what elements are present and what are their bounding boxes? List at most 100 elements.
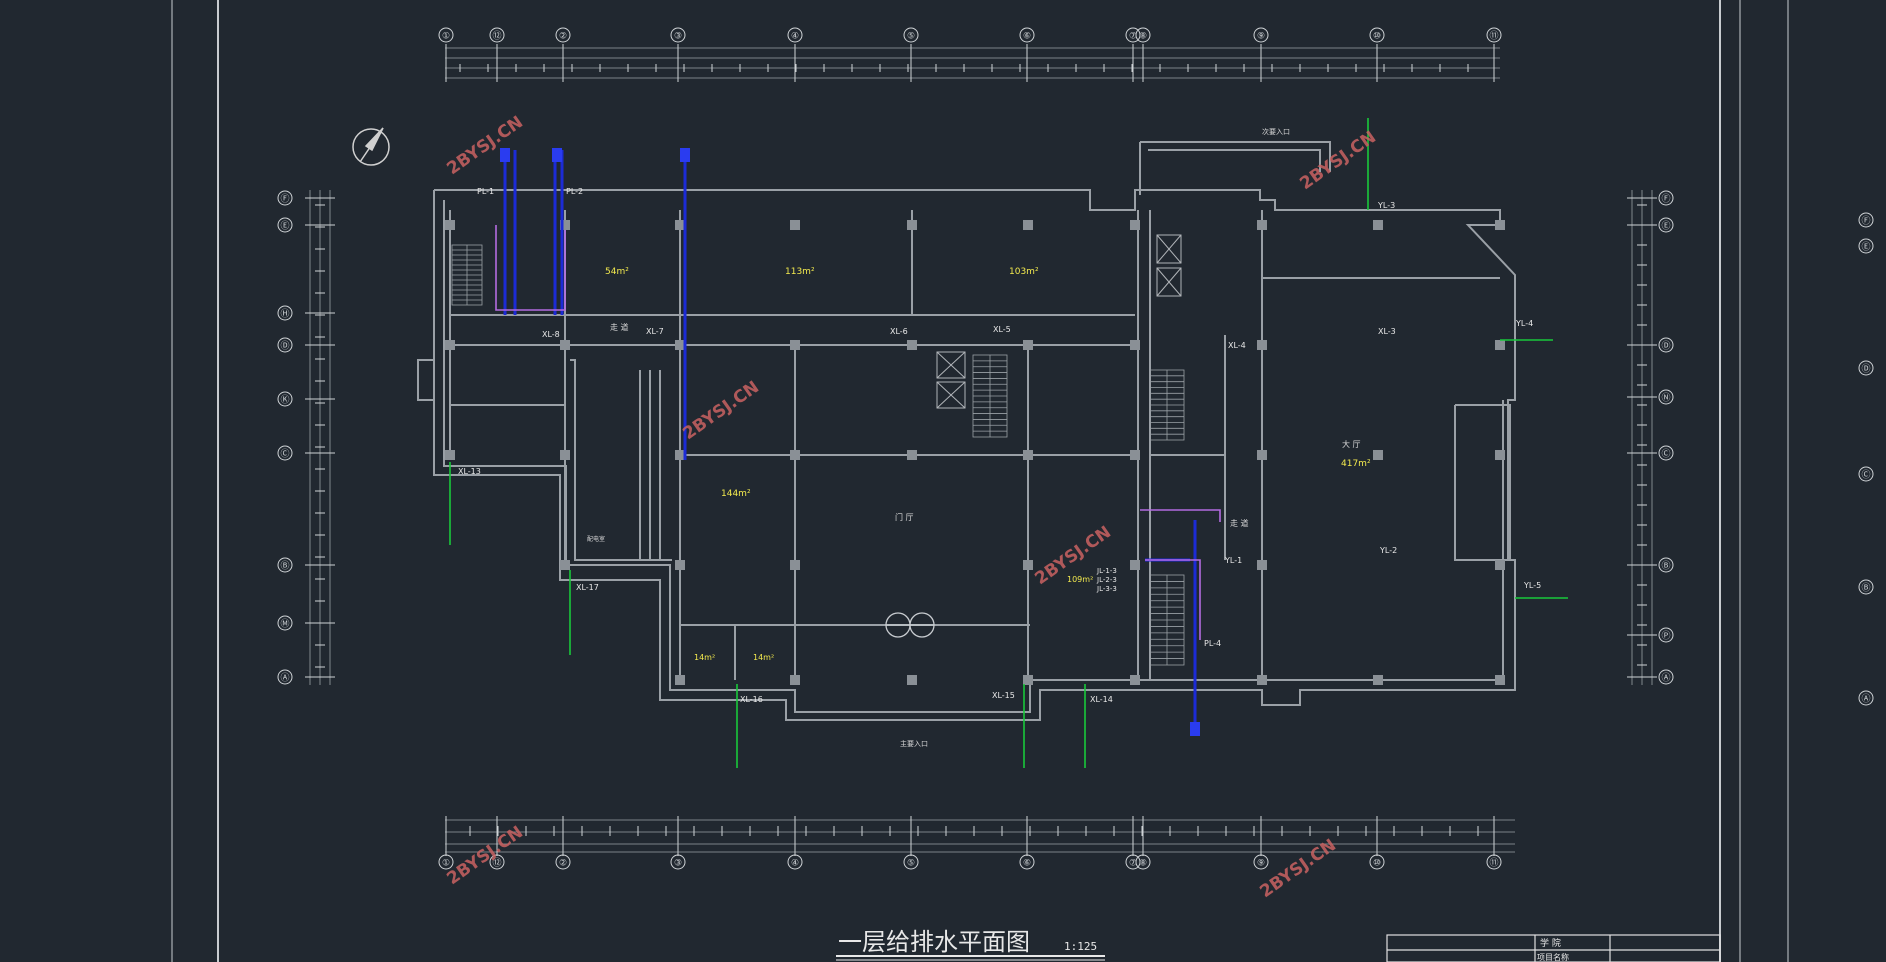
grid-axis-bubble: Ⓑ — [277, 557, 293, 573]
pipe-label-jl2: JL-2-3 — [1096, 576, 1117, 584]
column — [907, 220, 917, 230]
column — [1495, 675, 1505, 685]
grid-axis-bubble: Ⓕ — [1658, 190, 1674, 206]
column — [790, 675, 800, 685]
pipe-label-xl7: XL-7 — [646, 327, 664, 336]
pipe-label-xl14: XL-14 — [1090, 695, 1113, 704]
grid-axis-bubble: Ⓐ — [1858, 690, 1874, 706]
grid-axis-bubble-label: ⑨ — [1257, 859, 1265, 869]
column — [1130, 450, 1140, 460]
column — [907, 450, 917, 460]
grid-axis-bubble: ③ — [670, 27, 686, 43]
grid-axis-bubble-label: Ⓓ — [1861, 364, 1870, 375]
pipe-label-xl13: XL-13 — [458, 467, 481, 476]
stairs — [451, 244, 1185, 666]
grid-axis-bubble-label: Ⓚ — [280, 395, 289, 406]
column — [1130, 560, 1140, 570]
grid-axis-bubble: Ⓐ — [1658, 669, 1674, 685]
room-b-label: 配电室 — [587, 535, 605, 543]
column — [1495, 340, 1505, 350]
grid-axis-bubble-label: Ⓜ — [280, 619, 289, 630]
column — [445, 450, 455, 460]
grid-axis-bubble: ① — [438, 854, 454, 870]
column — [1257, 340, 1267, 350]
column — [1495, 560, 1505, 570]
grid-axis-bubble: Ⓚ — [277, 391, 293, 407]
pipe-label-yl4: YL-4 — [1515, 319, 1533, 328]
grid-axis-bubble: ⑥ — [1019, 27, 1035, 43]
grid-axis-bubble: ④ — [787, 27, 803, 43]
pipe-label-jl1: JL-1-3 — [1096, 567, 1117, 575]
grid-axis-bubble-label: Ⓓ — [1661, 341, 1670, 352]
column — [1495, 450, 1505, 460]
grid-axis-bubble-label: ② — [559, 32, 567, 42]
small2-area: 14m² — [753, 653, 774, 662]
grid-axis-bubble-label: Ⓕ — [280, 194, 289, 205]
grid-axis-bubble-label: Ⓒ — [1661, 449, 1670, 460]
drain-pipe-caps — [500, 148, 1200, 736]
grid-axis-bubble-label: ② — [559, 859, 567, 869]
building-walls — [417, 141, 1516, 721]
grid-axis-bubble-label: ⑧ — [1139, 32, 1147, 42]
grid-axis-bubble: ⑩ — [1369, 854, 1385, 870]
pipe-label-yl1: YL-1 — [1224, 556, 1242, 565]
column — [445, 220, 455, 230]
grid-axis-bubble: Ⓑ — [1658, 557, 1674, 573]
watermark: 2BYSJ.CN — [1256, 835, 1339, 902]
grid-axis-bubble-label: ⑥ — [1023, 859, 1031, 869]
column — [1130, 220, 1140, 230]
grid-axis-bubble: Ⓕ — [277, 190, 293, 206]
grid-axis-bubble: ⑪ — [1486, 854, 1502, 870]
pipe-label-xl3: XL-3 — [1378, 327, 1396, 336]
grid-axis-bubble-label: ⑦ — [1129, 32, 1137, 42]
office1-area: 54m² — [605, 267, 629, 277]
grid-axis-bubble: Ⓑ — [1858, 579, 1874, 595]
grid-axis-bubble: Ⓒ — [277, 445, 293, 461]
column — [560, 560, 570, 570]
office2-area: 113m² — [785, 267, 815, 277]
grid-axis-bubble: Ⓒ — [1858, 466, 1874, 482]
grid-axis-bubble-label: ⑤ — [907, 32, 915, 42]
shop-area: 144m² — [721, 489, 751, 499]
corridor2-label: 走 道 — [1230, 518, 1249, 528]
drain-pipes — [503, 150, 1197, 735]
column — [1130, 340, 1140, 350]
grid-axis-bubble-label: Ⓒ — [1861, 470, 1870, 481]
column — [1023, 675, 1033, 685]
grid-axis-bubble-label: ④ — [791, 32, 799, 42]
grid-axis-bubble: ⑧ — [1135, 854, 1151, 870]
column — [790, 560, 800, 570]
column — [790, 220, 800, 230]
pipe-label-xl5: XL-5 — [993, 325, 1011, 334]
grid-axis-bubble-label: Ⓐ — [1661, 673, 1670, 684]
supply-pipes — [449, 118, 1568, 768]
grid-axis-bubble: Ⓟ — [1658, 627, 1674, 643]
column — [1257, 450, 1267, 460]
grid-axis-bubble: Ⓔ — [1858, 238, 1874, 254]
title-block-row2: 项目名称 — [1537, 952, 1569, 962]
grid-axis-bubble-label: ④ — [791, 859, 799, 869]
pipe-label-xl6: XL-6 — [890, 327, 908, 336]
grid-axis-bubble-label: ③ — [674, 859, 682, 869]
pipe-label-yl5: YL-5 — [1523, 581, 1541, 590]
drawing-title-block: 一层给排水平面图 1:125 — [836, 928, 1105, 961]
column — [445, 340, 455, 350]
pipe-label-yl2: YL-2 — [1379, 546, 1397, 555]
column — [790, 340, 800, 350]
grid-axis-bubble: ② — [555, 27, 571, 43]
grid-axis-bubble-label: ⑫ — [492, 31, 501, 42]
grid-axis-bubble-label: ⑧ — [1139, 859, 1147, 869]
grid-axis-bubble-label: ① — [442, 859, 450, 869]
grid-axis-bubble-label: Ⓐ — [1861, 694, 1870, 705]
grid-axis-bubble-label: ⑩ — [1373, 859, 1381, 869]
grid-axis-bubble: ⑥ — [1019, 854, 1035, 870]
grid-axis-bubble: ⑫ — [489, 27, 505, 43]
column — [560, 340, 570, 350]
pipe-label-pl1: PL-1 — [477, 187, 494, 196]
grid-axis-bubble: ⑨ — [1253, 27, 1269, 43]
grid-axis-bubble: ⑦ — [1125, 854, 1141, 870]
